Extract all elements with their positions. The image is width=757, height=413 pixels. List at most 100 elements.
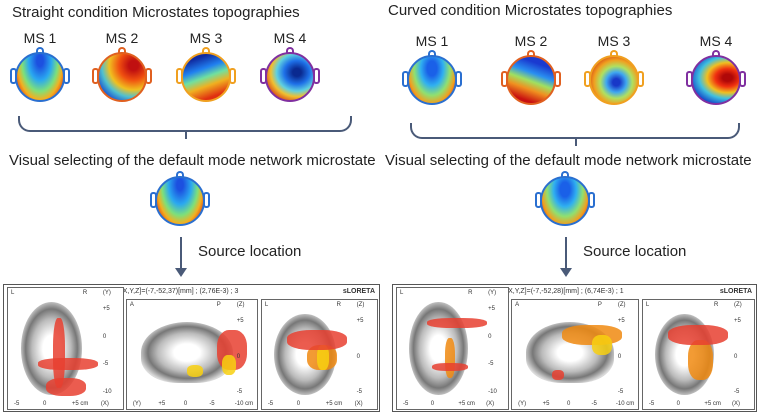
y-tick-label: 0 xyxy=(488,333,492,340)
selected-dmn-topography xyxy=(535,171,595,228)
y-tick-label: 0 xyxy=(102,333,107,340)
grouping-brace xyxy=(18,116,352,139)
y-tick-label: -10 xyxy=(102,389,112,395)
x-tick-label: -5 xyxy=(267,401,274,407)
y-tick-label: +5 xyxy=(617,318,625,324)
orientation-label: R xyxy=(714,302,719,308)
x-tick-label: (X) xyxy=(354,401,363,407)
nose-marker xyxy=(561,171,569,177)
microstate-label: MS 3 xyxy=(597,33,631,49)
topography-map xyxy=(155,176,205,226)
nose-marker xyxy=(286,47,294,53)
topography-map xyxy=(540,176,590,226)
topography-map xyxy=(691,55,741,105)
condition-title: Straight condition Microstates topograph… xyxy=(12,4,300,21)
axis-label: (Y) xyxy=(488,290,497,296)
topography-map xyxy=(589,55,639,105)
microstate-label: MS 2 xyxy=(514,33,548,49)
activation-region xyxy=(445,338,455,378)
activation-region xyxy=(432,363,468,371)
y-tick-label: +5 xyxy=(734,318,741,324)
x-tick-label: -10 cm xyxy=(615,401,635,407)
microstate-label: MS 1 xyxy=(415,33,449,49)
microstate-2-topography xyxy=(92,47,152,104)
nose-marker xyxy=(428,50,436,56)
coordinate-readout: [X,Y,Z]=(-7,-52,37)[mm] ; (2,76E-3) ; 3 xyxy=(120,288,239,295)
activation-region xyxy=(592,335,613,355)
x-tick-label: (Y) xyxy=(518,401,527,407)
microstate-1-topography xyxy=(10,47,70,104)
microstate-1-topography xyxy=(402,50,462,107)
x-tick-label: 0 xyxy=(183,401,188,407)
source-location-label: Source location xyxy=(198,243,302,260)
y-tick-label: -5 xyxy=(488,361,494,368)
x-tick-label: +5 cm xyxy=(71,401,89,407)
axis-label: (Z) xyxy=(236,302,245,308)
axis-label: (Y) xyxy=(102,290,111,296)
x-tick-label: -10 cm xyxy=(234,401,254,407)
nose-marker xyxy=(712,50,720,56)
y-tick-label: -5 xyxy=(102,361,109,368)
sloreta-panel: [X,Y,Z]=(-7,-52,37)[mm] ; (2,76E-3) ; 3 … xyxy=(3,284,380,412)
nose-marker xyxy=(610,50,618,56)
orientation-label: R xyxy=(82,290,88,296)
x-tick-label: -5 xyxy=(591,401,597,407)
y-tick-label: -10 xyxy=(488,389,497,395)
microstate-2-topography xyxy=(501,50,561,107)
selection-text: Visual selecting of the default mode net… xyxy=(385,152,752,169)
topography-map xyxy=(15,52,65,102)
microstate-4-topography xyxy=(260,47,320,104)
orientation-label: L xyxy=(645,302,650,308)
activation-region xyxy=(286,330,347,350)
nose-marker xyxy=(36,47,44,53)
selected-dmn-topography xyxy=(150,171,210,228)
x-tick-label: +5 xyxy=(542,401,550,407)
x-tick-label: (X) xyxy=(100,401,109,407)
condition-title: Curved condition Microstates topographie… xyxy=(388,2,673,19)
y-tick-label: +5 xyxy=(102,306,110,312)
y-tick-label: -5 xyxy=(617,389,624,395)
axis-label: (Z) xyxy=(356,302,365,308)
orientation-label: R xyxy=(468,290,473,296)
source-location-label: Source location xyxy=(583,243,687,260)
y-tick-label: -5 xyxy=(236,389,243,395)
topography-map xyxy=(407,55,457,105)
y-tick-label: 0 xyxy=(236,353,241,360)
x-tick-label: 0 xyxy=(430,401,435,407)
x-tick-label: (X) xyxy=(732,401,741,407)
orientation-label: P xyxy=(597,302,602,308)
x-tick-label: 0 xyxy=(567,401,571,407)
x-tick-label: +5 cm xyxy=(458,401,475,407)
topography-map xyxy=(181,52,231,102)
topography-map xyxy=(97,52,147,102)
sloreta-brand: sLORETA xyxy=(342,288,375,295)
orientation-label: L xyxy=(400,290,404,296)
orientation-label: A xyxy=(129,302,134,308)
y-tick-label: 0 xyxy=(617,353,622,360)
orientation-label: L xyxy=(264,302,269,308)
activation-region xyxy=(667,325,728,345)
activation-region xyxy=(552,370,565,380)
y-tick-label: +5 xyxy=(236,318,244,324)
y-tick-label: 0 xyxy=(734,353,738,360)
grouping-brace xyxy=(410,123,740,146)
microstate-label: MS 4 xyxy=(699,33,733,49)
activation-region xyxy=(38,358,98,370)
x-tick-label: -5 xyxy=(403,401,409,407)
microstate-label: MS 2 xyxy=(105,30,139,46)
y-tick-label: +5 xyxy=(356,318,364,324)
selection-text: Visual selecting of the default mode net… xyxy=(9,152,376,169)
activation-region xyxy=(46,378,86,396)
x-tick-label: +5 cm xyxy=(704,401,721,407)
activation-region xyxy=(221,355,236,375)
x-tick-label: 0 xyxy=(42,401,47,407)
activation-region xyxy=(687,340,713,380)
activation-region xyxy=(53,318,65,388)
x-tick-label: -5 xyxy=(209,401,215,407)
microstate-3-topography xyxy=(176,47,236,104)
y-tick-label: +5 xyxy=(488,306,495,312)
